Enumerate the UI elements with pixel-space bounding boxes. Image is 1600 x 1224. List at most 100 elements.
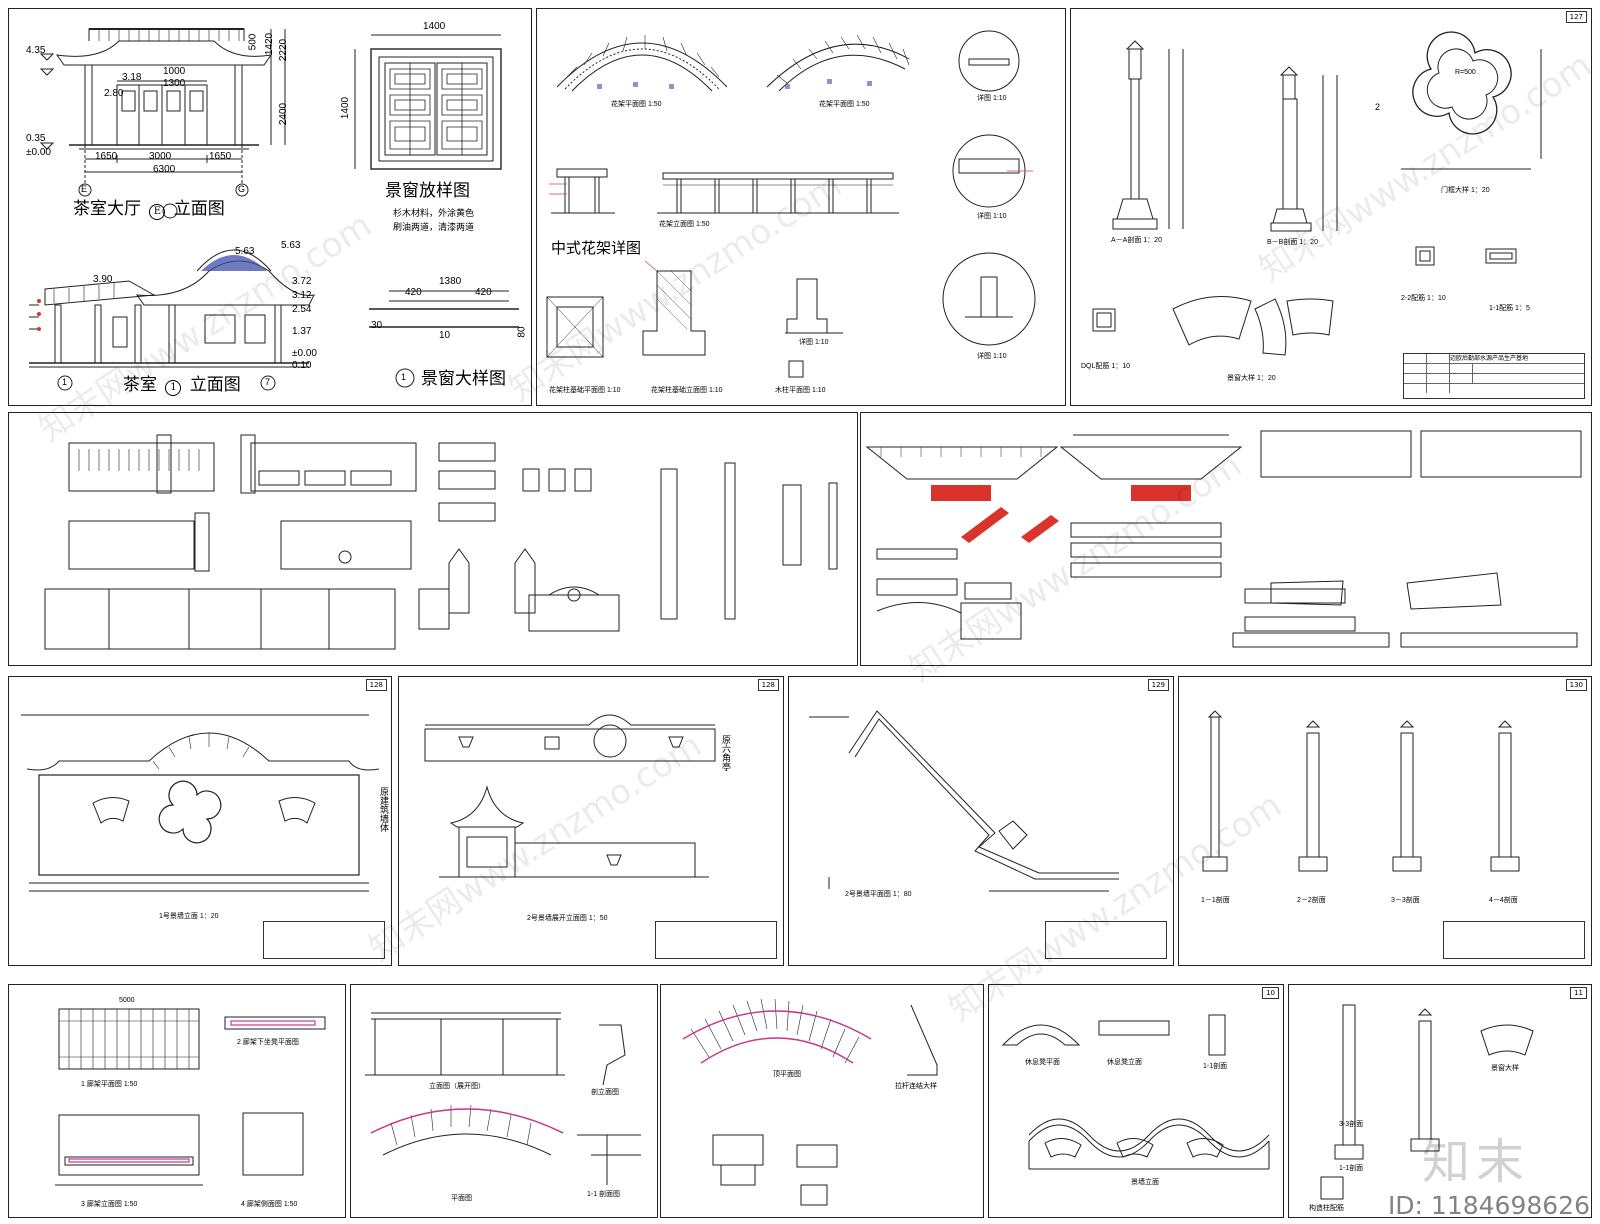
- teahouse-elevation-title: 茶室 1 立面图: [123, 377, 241, 396]
- axis-label: E: [81, 184, 88, 194]
- pergola-caption: 3 廊架立面图 1:50: [81, 1201, 137, 1208]
- title-block: [263, 921, 385, 959]
- page-number: 128: [757, 679, 779, 691]
- sheet-balustrades-left: [8, 412, 858, 666]
- sheet-pergola-details: 花架平面图 1:50 花架平面图 1:50 花架立面图 1:50 中式花架详图 …: [536, 8, 1066, 406]
- elevation-caption: 花架立面图 1:50: [659, 221, 710, 228]
- level-label: 3.72: [292, 276, 312, 287]
- rebar-caption: DQL配筋 1：10: [1081, 363, 1131, 370]
- level-label: 3.90: [93, 274, 113, 285]
- company-name: 迈欧后勤部水源产品生产基地: [1450, 355, 1529, 362]
- dim-label: 1400: [340, 96, 352, 120]
- axis-label: G: [238, 184, 246, 194]
- plan-caption: 2号景墙平面图 1：80: [845, 891, 912, 898]
- bridges-drawing: [865, 430, 1582, 648]
- level-label: 3.12: [292, 290, 312, 301]
- sheet-teahouse-elevations: 4.35 3.18 2.80 0.35 ±0.00 1650 3000 1650…: [8, 8, 532, 406]
- column-caption: 3-3剖面: [1339, 1121, 1364, 1128]
- sheet-wave-wall: 10 休息凳平面 休息凳立面 1-1剖面 景墙立面: [988, 984, 1284, 1218]
- title-block: [655, 921, 777, 959]
- wall-2-drawing: [424, 714, 716, 878]
- dim-label: 420: [475, 287, 492, 298]
- pergola-section-title: 中式花架详图: [551, 239, 642, 257]
- caption-number: 4: [241, 1201, 245, 1208]
- section-caption: 1－1剖面: [1201, 897, 1230, 904]
- window-note: 刷油两道，清漆两道: [393, 222, 475, 232]
- window-layout-title: 景窗放样图: [385, 181, 470, 201]
- detail-caption: 木柱平面图 1:10: [775, 387, 826, 394]
- axis-circle: 1: [165, 380, 182, 396]
- gate-caption: 门框大样 1：20: [1441, 187, 1490, 194]
- title-block: [1045, 921, 1167, 959]
- caption-number: 1: [81, 1081, 85, 1088]
- sheet-pergola-seats: 1 廊架平面图 1:50 2 廊架下坐凳平面图 3 廊架立面图 1:50 4 廊…: [8, 984, 346, 1218]
- brand-logo: 知末: [1421, 1134, 1530, 1190]
- curved-caption: 剖立面图: [591, 1089, 619, 1096]
- axis-label: 7: [265, 377, 271, 387]
- window-detail-title: 景窗大样图: [421, 369, 506, 389]
- plan-caption: 花架平面图 1:50: [611, 101, 662, 108]
- sheet-wall-sections: 130 1－1剖面 2－2剖面 3－3剖面 4－4剖面: [1178, 676, 1592, 966]
- title-part: 茶室: [123, 375, 157, 395]
- arc-pergola-drawing: [682, 998, 938, 1206]
- gate-label: 2: [1375, 102, 1381, 112]
- level-label: 0.35: [26, 133, 46, 144]
- dim-label: 80: [516, 326, 528, 338]
- title-block: 迈欧后勤部水源产品生产基地: [1403, 353, 1585, 399]
- dim-label: 1380: [439, 276, 462, 287]
- section-caption: 3－3剖面: [1391, 897, 1420, 904]
- sheet-column-details: 11 1-1剖面 景窗大样 3-3剖面 构造柱配筋: [1288, 984, 1592, 1218]
- level-label: 0.10: [292, 360, 312, 371]
- section-caption: A－A剖面 1：20: [1111, 237, 1162, 244]
- dim-label: 500: [247, 33, 259, 51]
- balustrades-drawing: [44, 434, 838, 650]
- caption-scale: 1:50: [123, 1201, 138, 1208]
- window-caption: 景窗大样 1：20: [1227, 375, 1276, 382]
- dim-label: 2400: [278, 102, 290, 126]
- wave-caption: 1-1剖面: [1203, 1063, 1228, 1070]
- level-label: 2.80: [104, 88, 124, 99]
- base-plan-caption: 花架柱基础平面图 1:10: [549, 387, 621, 394]
- wave-wall-drawing: [1001, 1014, 1270, 1170]
- level-label: ±0.00: [26, 147, 51, 158]
- dim-label: 3000: [149, 151, 172, 162]
- level-label: 4.35: [26, 45, 46, 56]
- title-block: [1443, 921, 1585, 959]
- caption-text: 廊架侧面图: [246, 1201, 282, 1208]
- teahouse-drawing: [29, 28, 519, 391]
- dim-label: 2220: [278, 38, 290, 62]
- dim-label: 10: [439, 330, 451, 341]
- gate-radius: R=500: [1455, 69, 1476, 76]
- sheet-posts-gate: 127 A－A剖面 1：20 B－B剖面 1：20 2 R: [1070, 8, 1592, 406]
- level-label: 5.63: [235, 246, 255, 257]
- dim-total: 6300: [153, 164, 176, 175]
- level-label: 1.37: [292, 326, 312, 337]
- dim-label: 5000: [119, 997, 135, 1004]
- axis-label: 1: [62, 377, 68, 387]
- detail-caption: 详图 1:10: [977, 213, 1007, 220]
- title-part: 茶室大厅: [73, 199, 141, 219]
- sheet-curved-corridor: 立面图（展开图） 平面图 剖立面图 1-1 剖面图: [350, 984, 658, 1218]
- dim-label: 1400: [423, 21, 446, 32]
- caption-text: 廊架立面图: [86, 1201, 122, 1208]
- section-caption: B－B剖面 1：20: [1267, 239, 1318, 246]
- detail-caption: 详图 1:10: [799, 339, 829, 346]
- plan-caption: 花架平面图 1:50: [819, 101, 870, 108]
- column-caption: 1-1剖面: [1339, 1165, 1364, 1172]
- curved-caption: 立面图（展开图）: [429, 1083, 485, 1090]
- caption-number: 2: [237, 1039, 241, 1046]
- sheet-wall-elevation-1: 128 原建筑墙体 1号景墙立面 1：20: [8, 676, 392, 966]
- wall-label: 原建筑墙体: [379, 787, 389, 832]
- rebar-caption: 2-2配筋 1：10: [1401, 295, 1446, 302]
- dim-label: 1650: [209, 151, 232, 162]
- level-label: 5.63: [281, 240, 301, 251]
- arc-caption: 拉杆连结大样: [895, 1083, 937, 1090]
- dim-label: 1300: [163, 78, 186, 89]
- title-part: 立面图: [189, 375, 241, 395]
- title-part: 立面图: [173, 199, 225, 219]
- wall-caption: 1号景墙立面 1：20: [159, 913, 219, 920]
- sheet-bridges-right: [860, 412, 1592, 666]
- dim-label: 1000: [163, 66, 186, 77]
- pergola-seats-drawing: [55, 1008, 326, 1186]
- detail-caption: 详图 1:10: [977, 353, 1007, 360]
